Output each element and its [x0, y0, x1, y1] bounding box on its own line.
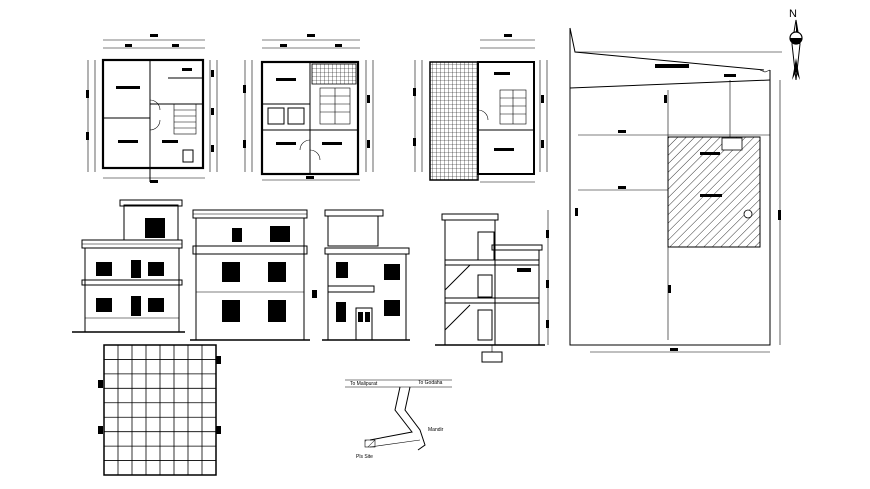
location-map: To Malipurat To Godaha Mandir Pls Site	[345, 379, 452, 460]
first-floor-plan	[243, 34, 374, 181]
site-label: Pls Site	[356, 454, 373, 460]
building-section	[435, 210, 549, 363]
compass-icon	[789, 19, 803, 81]
side-elevation	[190, 209, 310, 341]
stair-icon	[499, 89, 527, 125]
road-right-label: To Godaha	[418, 380, 443, 386]
site-plan	[569, 27, 782, 353]
rear-elevation	[312, 209, 410, 341]
stair-icon	[319, 87, 351, 125]
road-left-label: To Malipurat	[350, 381, 378, 387]
front-elevation	[72, 199, 185, 333]
north-label: N	[789, 8, 797, 20]
junction-label: Mandir	[428, 427, 444, 433]
stair-icon	[173, 103, 197, 135]
terrace-plan	[413, 34, 548, 183]
ground-floor-plan	[86, 34, 218, 183]
north-arrow: N	[789, 8, 803, 81]
grid-facade	[98, 344, 221, 476]
